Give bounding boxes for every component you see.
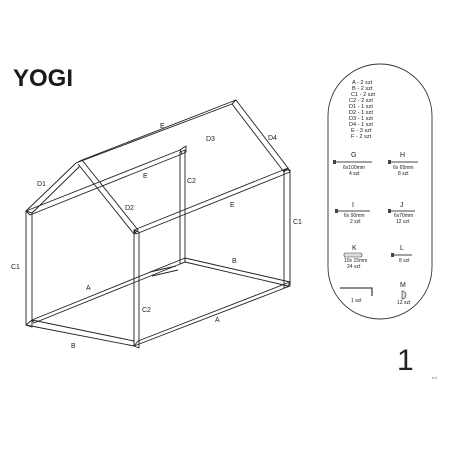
back-roof-slope (231, 99, 289, 173)
hw-qty: 8 szt (398, 171, 409, 177)
house-frame (25, 99, 291, 349)
mattress-slat (149, 265, 179, 277)
hw-size: 10x 15mm (344, 258, 367, 264)
hw-qty: 24 szt (347, 264, 361, 270)
dowel-icon (343, 252, 363, 258)
hw-qty: 8 szt (399, 258, 410, 264)
bolt-head-icon (388, 209, 391, 213)
hardware-I: I 6x 90mm 2 szt (335, 202, 370, 225)
label-B-back: B (232, 258, 237, 265)
back-right-post (283, 169, 291, 289)
front-corner-post (133, 229, 140, 349)
hw-letter: G (351, 152, 356, 159)
hw-letter: I (352, 202, 354, 209)
page-number: 1 (397, 344, 414, 377)
frame-labels: E D3 D4 D1 E C2 D2 E C1 C1 A B C2 A B (11, 123, 302, 350)
hw-letter: H (400, 152, 405, 159)
parts-panel (327, 63, 433, 320)
part-line: D3 - 1 szt (349, 116, 373, 122)
label-E-inner: E (143, 173, 148, 180)
back-inner-post-diag (179, 145, 187, 155)
hardware-J: J 6x70mm 12 szt (388, 202, 415, 225)
hw-qty: 12 szt (396, 219, 410, 225)
bolt-head-icon (388, 160, 391, 164)
hardware-G: G 6x100mm 4 szt (333, 152, 372, 177)
back-middle-post (179, 149, 186, 265)
part-line: E - 3 szt (351, 128, 372, 134)
label-B-front: B (71, 343, 76, 350)
left-top-rail (25, 149, 183, 216)
hardware-key: 1 szt (340, 287, 373, 304)
side-top-rail (133, 167, 291, 235)
hardware-H: H 6x 65mm 8 szt (388, 152, 418, 177)
part-line: B - 2 szt (352, 86, 373, 92)
hw-size: 6x70mm (394, 213, 413, 219)
hw-letter: L (400, 245, 404, 252)
ridge-beam (75, 99, 237, 164)
hw-qty: 1 szt (351, 298, 362, 304)
label-A-front: A (215, 317, 220, 324)
hw-size: 6x 90mm (344, 213, 365, 219)
parts-list: A - 2 szt B - 2 szt C1 - 2 szt C2 - 2 sz… (349, 80, 375, 140)
label-E-ridge: E (160, 123, 165, 130)
hw-letter: M (400, 282, 406, 289)
hardware-K: K 10x 15mm 24 szt (343, 245, 367, 270)
label-D4: D4 (268, 135, 277, 142)
version-label: v.1 (432, 375, 438, 380)
back-bottom-rail (184, 257, 291, 287)
cover-cap-icon (401, 290, 407, 300)
part-line: C2 - 2 szt (349, 98, 373, 104)
front-bottom-rail (25, 319, 135, 347)
bolt-head-icon (333, 160, 336, 164)
part-line: D1 - 1 szt (349, 104, 373, 110)
label-C1-right: C1 (293, 219, 302, 226)
bolt-head-icon (335, 209, 338, 213)
label-A-inner: A (86, 285, 91, 292)
side-bottom-rail-inner (31, 257, 186, 324)
part-line: D4 - 1 szt (349, 122, 373, 128)
hw-letter: K (352, 245, 357, 252)
front-roof-slope-right (77, 159, 139, 235)
label-D1: D1 (37, 181, 46, 188)
label-C2-upper: C2 (187, 178, 196, 185)
hardware-M: M 12 szt (397, 282, 411, 306)
label-D3: D3 (206, 136, 215, 143)
hardware-L: L 8 szt (391, 245, 412, 264)
hw-qty: 12 szt (397, 300, 411, 306)
side-bottom-rail-front (133, 281, 291, 347)
label-E-side: E (230, 202, 235, 209)
hw-size: 6x 65mm (393, 165, 414, 171)
hw-letter: J (400, 202, 404, 209)
label-C1-left: C1 (11, 264, 20, 271)
label-C2-lower: C2 (142, 307, 151, 314)
pin-head-icon (391, 253, 394, 257)
part-line: C1 - 2 szt (351, 92, 375, 98)
product-title: YOGI (13, 65, 73, 92)
left-front-post (25, 210, 33, 328)
part-line: A - 2 szt (352, 80, 373, 86)
allen-key-icon (340, 287, 373, 296)
label-D2: D2 (125, 205, 134, 212)
hw-size: 6x100mm (343, 165, 365, 171)
part-line: F - 2 szt (351, 134, 372, 140)
hw-qty: 2 szt (350, 219, 361, 225)
part-line: D2 - 1 szt (349, 110, 373, 116)
hw-qty: 4 szt (349, 171, 360, 177)
